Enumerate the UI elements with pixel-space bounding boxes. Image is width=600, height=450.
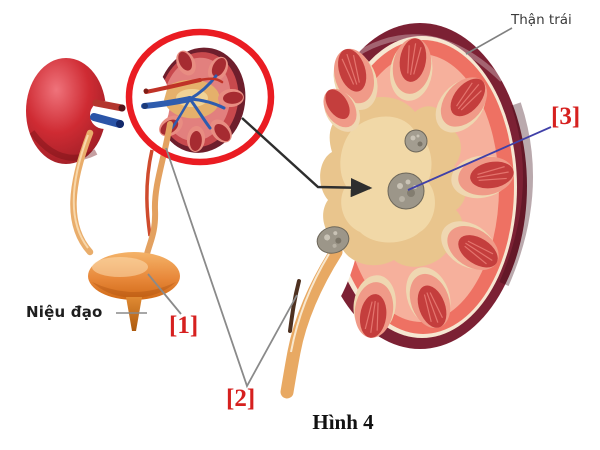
renal-pyramids <box>323 38 514 338</box>
zoom-arrow <box>241 117 373 198</box>
marker-3-kidney-stone: [3] <box>551 103 581 130</box>
kidney-stone-ureter-junction <box>316 226 350 254</box>
ureters <box>70 129 154 256</box>
bladder <box>88 252 180 331</box>
marker-1-bladder: [1] <box>169 312 199 339</box>
marker3-pointer <box>407 126 552 191</box>
red-highlight-circle <box>125 28 275 166</box>
whole-kidney <box>26 58 126 164</box>
urethra <box>126 297 142 331</box>
pointer-lines <box>116 27 552 389</box>
label-urethra: Niệu đạo <box>26 303 103 321</box>
label-left-kidney: Thận trái <box>511 12 572 28</box>
figure-caption: Hình 4 <box>312 410 374 434</box>
marker-2-ureters: [2] <box>226 385 256 412</box>
kidney-stone-large <box>387 172 425 210</box>
marker2-pointer <box>165 147 298 389</box>
renal-artery <box>92 99 126 112</box>
ureter-lumen <box>288 279 301 333</box>
kidney-stone-small <box>404 129 428 153</box>
renal-vein <box>90 113 124 128</box>
left-kidney-pointer <box>465 27 513 55</box>
marker1-pointer <box>147 273 182 315</box>
renal-vessels-small <box>141 74 226 130</box>
highlighted-kidney-section <box>128 47 246 257</box>
large-kidney-cross-section <box>200 23 533 399</box>
large-kidney-ureter <box>280 245 343 399</box>
renal-pyramids-small <box>159 50 244 152</box>
